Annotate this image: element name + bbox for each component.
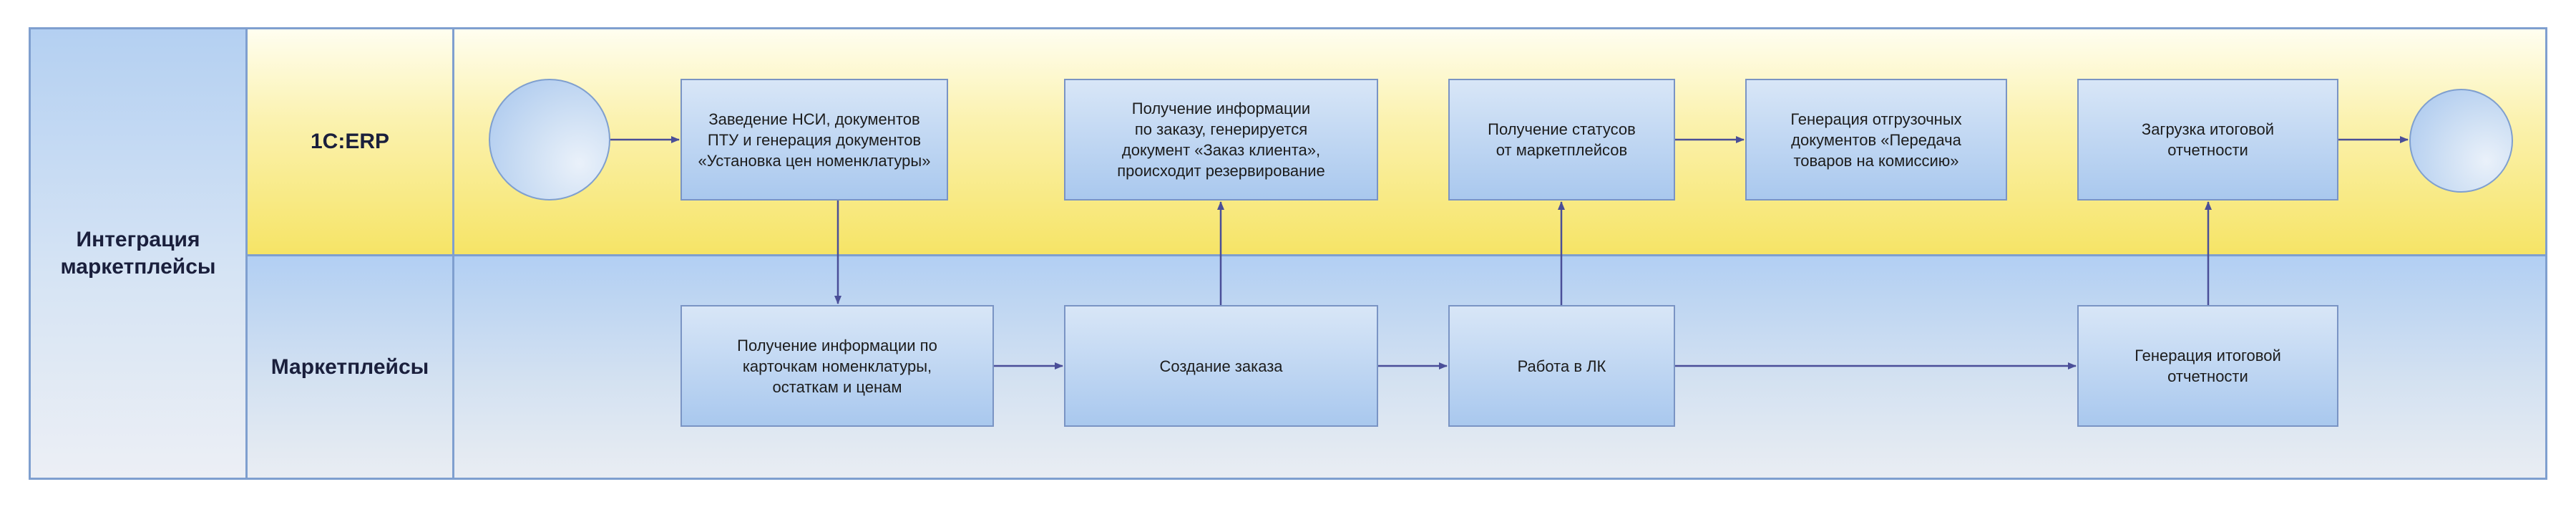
end-event[interactable] (2409, 89, 2513, 193)
task-mp-card-info[interactable]: Получение информации по карточкам номенк… (680, 305, 994, 427)
task-mp-lk[interactable]: Работа в ЛК (1448, 305, 1675, 427)
task-label: Получение информации по карточкам номенк… (737, 336, 937, 396)
task-mp-create-order[interactable]: Создание заказа (1064, 305, 1378, 427)
task-label: Заведение НСИ, документов ПТУ и генераци… (698, 110, 931, 170)
pool-header: Интеграция маркетплейсы (29, 27, 248, 480)
task-label: Генерация отгрузочных документов «Переда… (1790, 110, 1962, 170)
task-erp-shipping[interactable]: Генерация отгрузочных документов «Переда… (1745, 79, 2007, 201)
lane-title-erp: 1С:ERP (310, 130, 390, 153)
task-label: Получение информации по заказу, генериру… (1117, 100, 1325, 180)
pool-title: Интеграция маркетплейсы (60, 228, 216, 279)
start-event[interactable] (489, 79, 610, 201)
task-erp-nsi[interactable]: Заведение НСИ, документов ПТУ и генераци… (680, 79, 948, 201)
lane-header-erp: 1С:ERP (245, 27, 454, 256)
task-erp-statuses[interactable]: Получение статусов от маркетплейсов (1448, 79, 1675, 201)
task-erp-load-report[interactable]: Загрузка итоговой отчетности (2077, 79, 2338, 201)
task-label: Получение статусов от маркетплейсов (1488, 120, 1636, 159)
task-label: Загрузка итоговой отчетности (2141, 120, 2275, 159)
task-label: Работа в ЛК (1517, 357, 1606, 375)
task-mp-report[interactable]: Генерация итоговой отчетности (2077, 305, 2338, 427)
task-erp-order-info[interactable]: Получение информации по заказу, генериру… (1064, 79, 1378, 201)
lane-title-marketplaces: Маркетплейсы (270, 354, 429, 379)
lane-header-marketplaces: Маркетплейсы (245, 254, 454, 480)
task-label: Генерация итоговой отчетности (2135, 347, 2281, 385)
task-label: Создание заказа (1159, 357, 1283, 375)
